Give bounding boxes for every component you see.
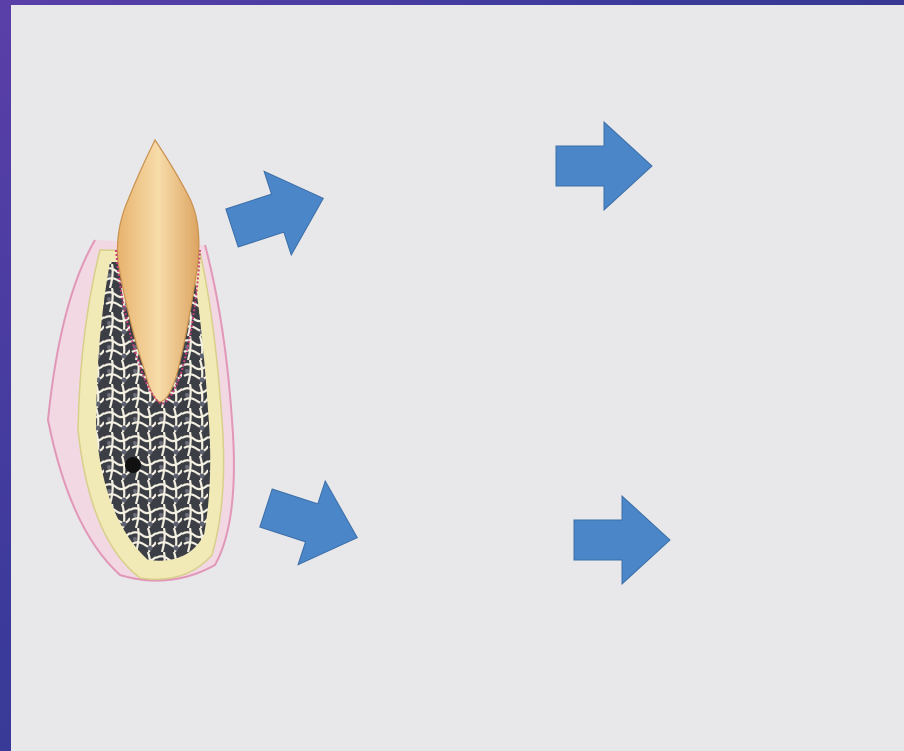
stage-extraction-site bbox=[48, 140, 234, 581]
arrow-top-progression bbox=[556, 122, 652, 210]
arrow-bottom-progression bbox=[574, 496, 670, 584]
arrow-tooth-to-bottom bbox=[252, 466, 370, 579]
arrow-tooth-to-top bbox=[218, 156, 336, 269]
nerve-canal bbox=[125, 457, 141, 473]
